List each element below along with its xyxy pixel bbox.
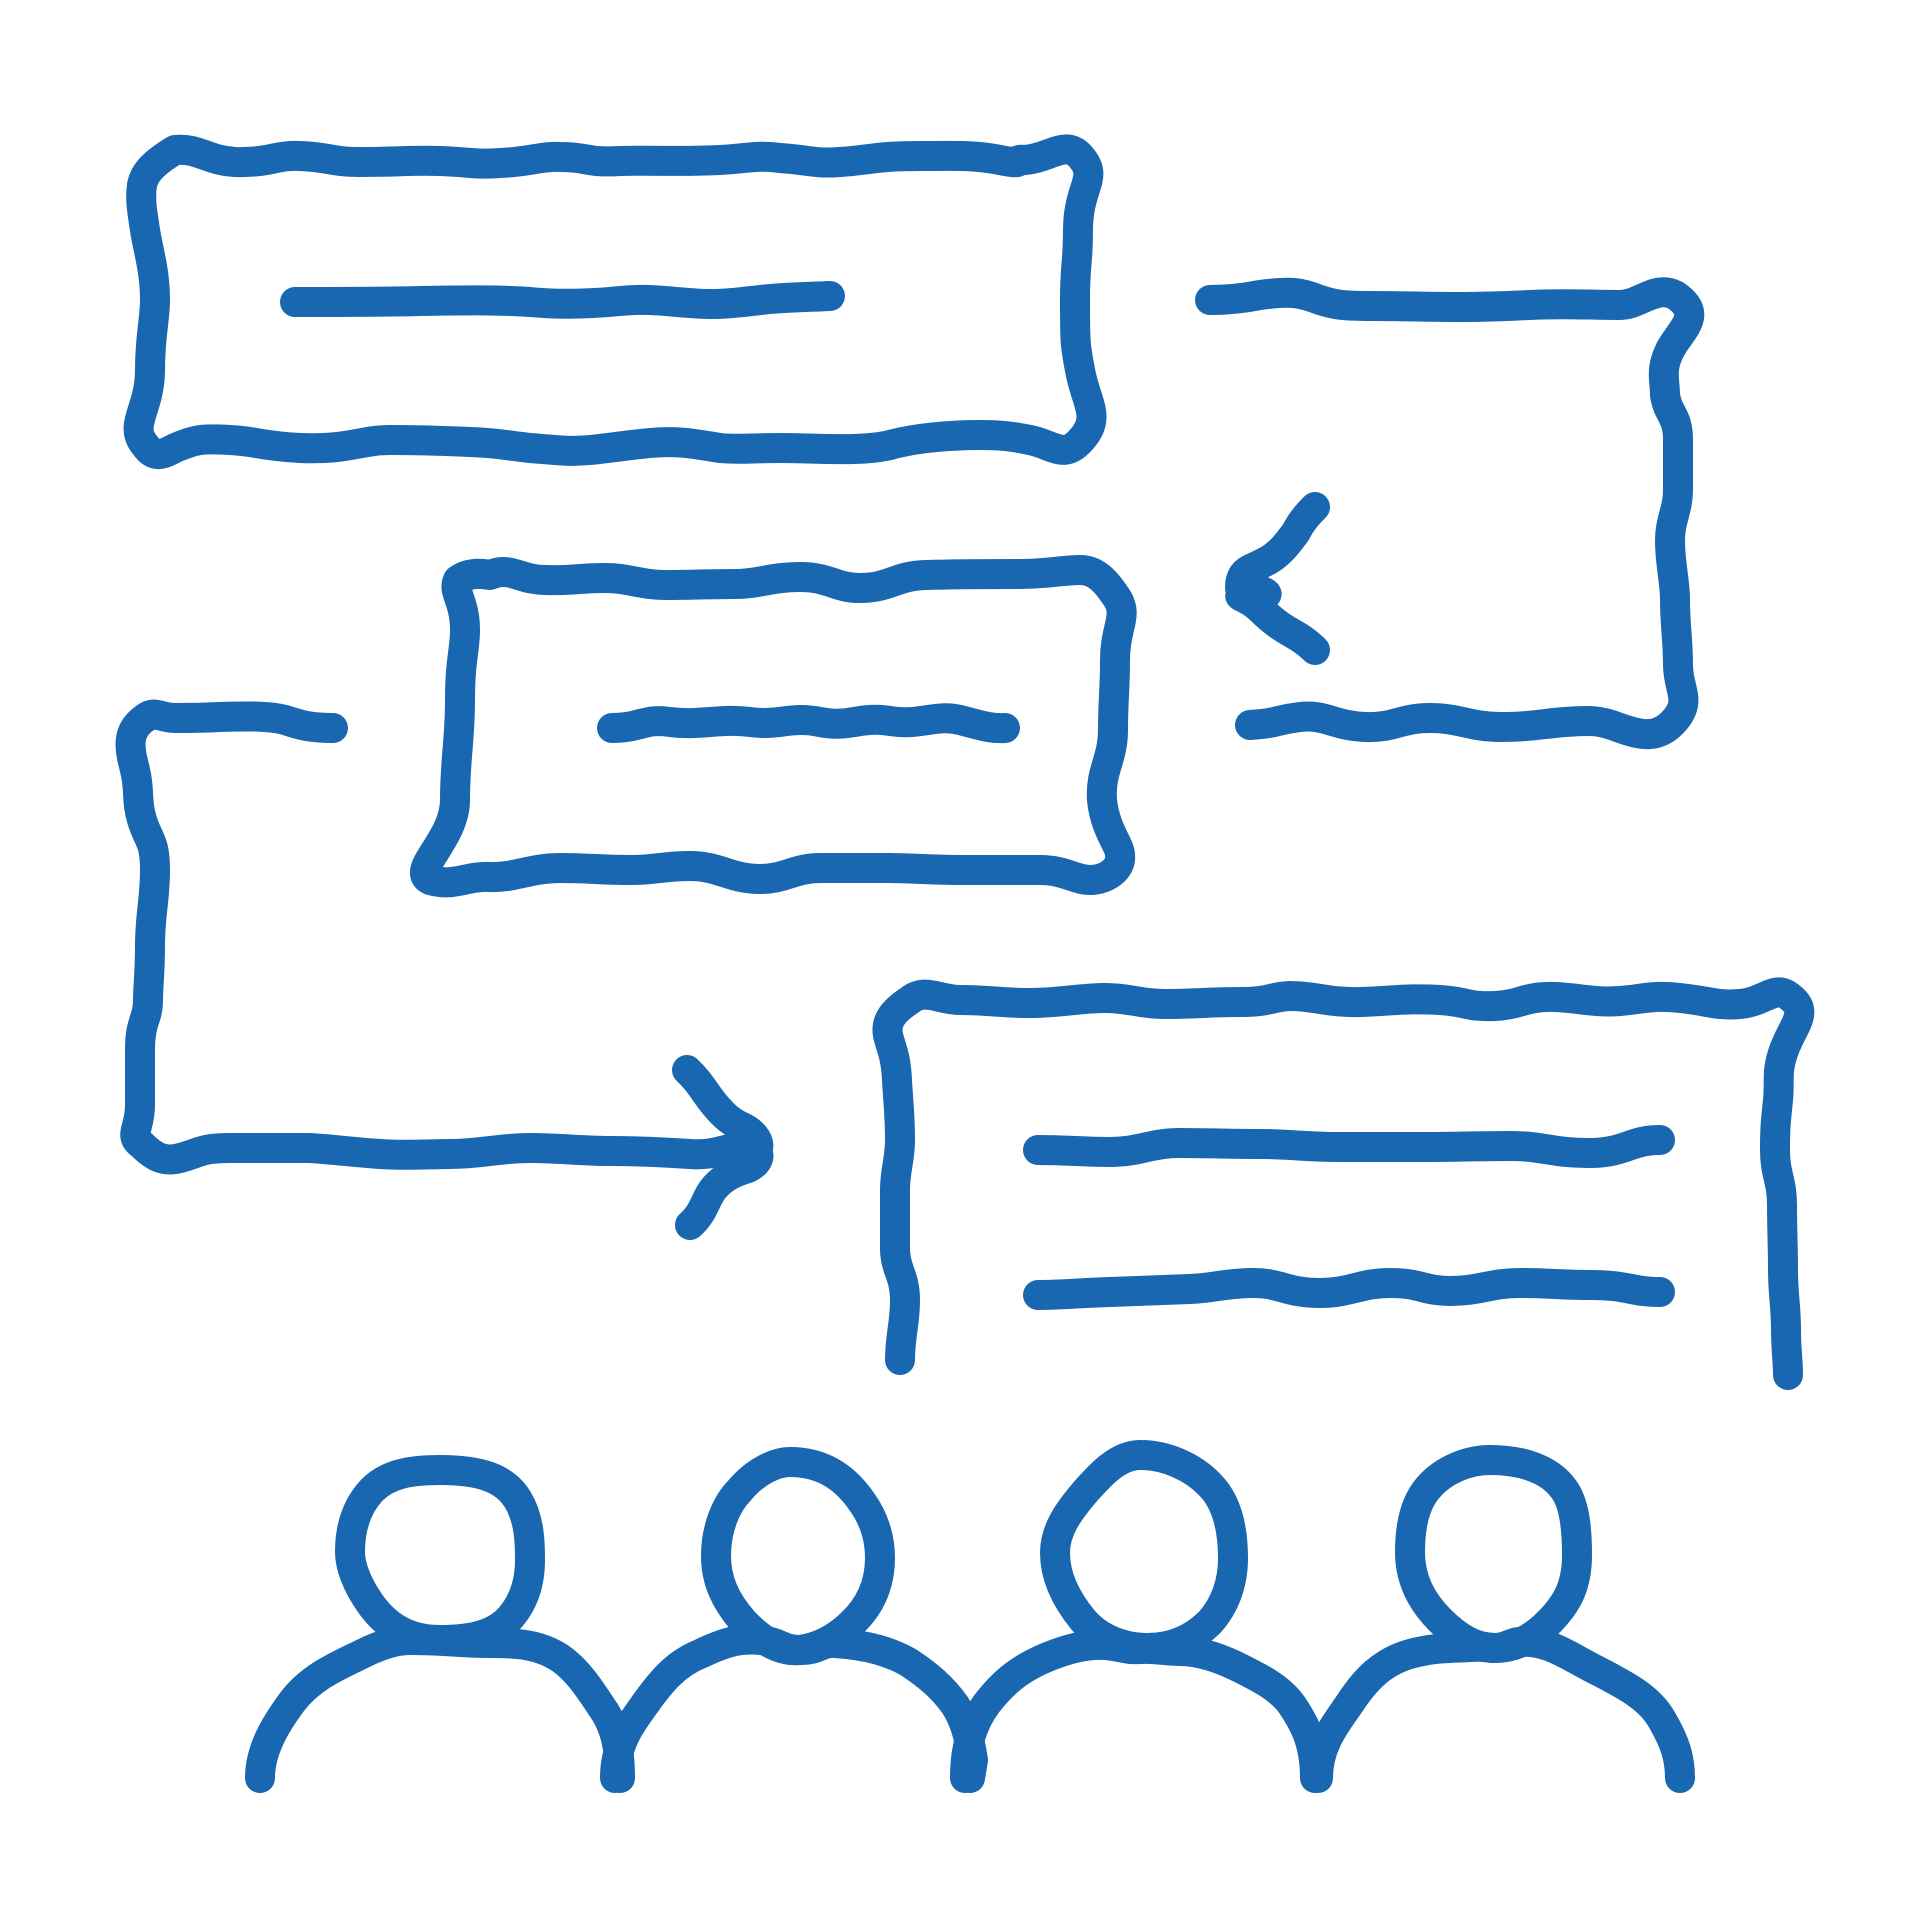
- person-3-shoulders: [950, 1629, 1330, 1793]
- left-arrow-head: [672, 1055, 774, 1240]
- right-bracket-arrow: [1195, 277, 1705, 750]
- right-arrow-head: [1225, 492, 1330, 665]
- person-2-head: [701, 1447, 895, 1666]
- top-left-card: [123, 134, 1107, 469]
- left-bracket-arrow: [115, 699, 774, 1240]
- person-4-head: [1395, 1445, 1592, 1663]
- bottom-right-panel-line-1: [1023, 1125, 1675, 1168]
- bottom-right-panel-line-2: [1023, 1267, 1675, 1310]
- middle-card: [410, 555, 1137, 898]
- middle-card-dashed-line: [597, 703, 1020, 744]
- person-2-shoulders: [600, 1624, 988, 1793]
- person-3-head: [1040, 1440, 1248, 1663]
- people-group: [245, 1440, 1695, 1793]
- middle-card-frame: [410, 555, 1137, 898]
- person-4-shoulders: [1303, 1626, 1695, 1793]
- top-left-card-line: [280, 281, 845, 320]
- person-1-shoulders: [245, 1625, 635, 1793]
- left-bracket-path: [115, 699, 765, 1175]
- bottom-right-panel: [872, 977, 1815, 1390]
- bottom-right-panel-frame: [872, 977, 1815, 1390]
- person-1-head: [335, 1455, 545, 1655]
- right-bracket-path: [1195, 277, 1705, 750]
- top-left-card-frame: [123, 134, 1107, 469]
